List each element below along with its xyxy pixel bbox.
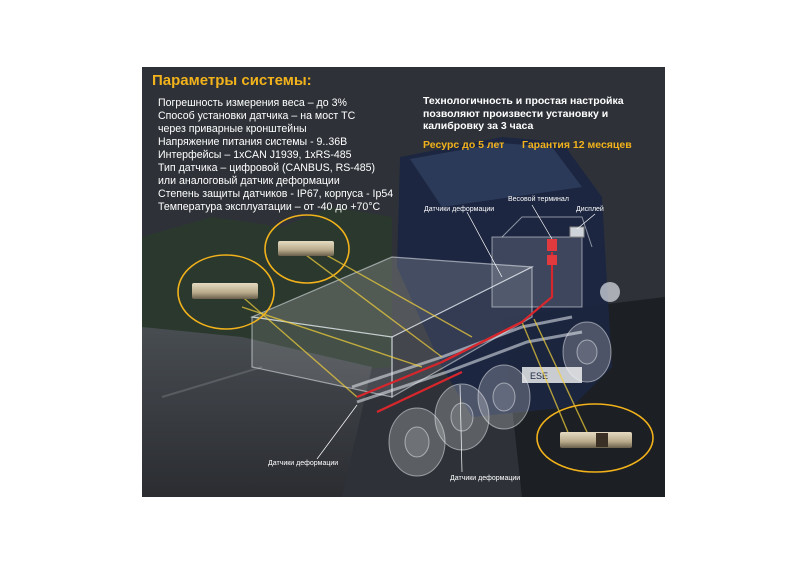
license-plate [522, 367, 582, 383]
weight-terminal [547, 239, 557, 265]
truck-illustration: ESE [142, 67, 665, 497]
param-item: Интерфейсы – 1xCAN J1939, 1xRS-485 [158, 149, 352, 161]
section-title: Параметры системы: [152, 72, 312, 89]
param-item: Тип датчика – цифровой (CANBUS, RS-485) [158, 162, 376, 174]
truck-cab: ESE [397, 137, 620, 417]
callout-sensors-top: Датчики деформации [424, 206, 495, 213]
param-item: через приварные кронштейны [158, 123, 307, 135]
display-unit [569, 226, 585, 238]
sensor-highlight-circles [177, 214, 654, 473]
red-cables [356, 252, 554, 413]
param-item: Способ установки датчика – на мост ТС [158, 110, 356, 122]
callout-sensors-bottom-right: Датчики деформации [450, 475, 521, 482]
headline-text: Технологичность и простая настройка позв… [423, 95, 624, 132]
sensor-beams [236, 246, 595, 448]
param-item: или аналоговый датчик деформации [158, 175, 340, 187]
param-item: Напряжение питания системы - 9..36В [158, 136, 348, 148]
param-item: Погрешность измерения веса – до 3% [158, 97, 347, 109]
parameters-list: Погрешность измерения веса – до 3% Спосо… [158, 97, 393, 214]
callout-terminal: Весовой терминал [508, 196, 569, 203]
license-plate-text: ESE [530, 371, 548, 381]
warranty-text: Гарантия 12 месяцев [522, 139, 632, 151]
param-item: Температура эксплуатации – от -40 до +70… [158, 201, 381, 213]
callout-display: Дисплей [576, 206, 604, 213]
callout-lines [316, 204, 596, 473]
wheels [388, 321, 612, 477]
callout-sensors-bottom-left: Датчики деформации [268, 460, 339, 467]
param-item: Степень защиты датчиков - IP67, корпуса … [158, 188, 394, 200]
slide: ESE [142, 67, 665, 497]
sensor-images [192, 241, 632, 448]
resource-text: Ресурс до 5 лет [423, 139, 505, 151]
